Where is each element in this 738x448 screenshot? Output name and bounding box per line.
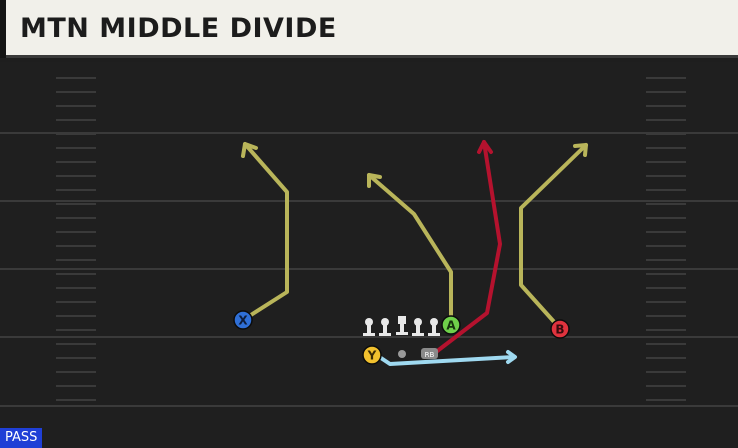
player-rb: RB <box>421 348 438 359</box>
player-b: B <box>550 319 570 339</box>
play-type-badge: PASS <box>0 428 43 448</box>
player-x: X <box>233 310 253 330</box>
route-a <box>367 173 453 322</box>
route-b-arrowhead <box>573 143 588 157</box>
route-a-arrowhead <box>367 173 382 188</box>
player-b-label: B <box>555 323 564 337</box>
route-b <box>519 143 588 326</box>
route-rb-arrowhead <box>477 140 493 154</box>
player-y-label: Y <box>367 349 377 363</box>
player-y: Y <box>362 345 382 365</box>
route-y <box>379 355 516 366</box>
center-icon <box>396 316 408 335</box>
player-a-label: A <box>446 319 456 333</box>
route-rb <box>434 140 502 354</box>
hash-marks <box>56 77 686 401</box>
player-x-label: X <box>238 314 248 328</box>
lineman-icon <box>428 318 440 336</box>
title-bar-edge <box>0 0 6 58</box>
lineman-icon <box>379 318 391 336</box>
player-a: A <box>441 315 461 335</box>
lineman-icon <box>412 318 424 336</box>
route-y-arrowhead <box>506 350 517 364</box>
quarterback-marker <box>398 350 406 358</box>
route-x <box>241 142 289 322</box>
play-title-bar: MTN MIDDLE DIVIDE <box>0 0 738 58</box>
offensive-line <box>363 316 440 336</box>
play-title: MTN MIDDLE DIVIDE <box>20 13 337 44</box>
lineman-icon <box>363 318 375 336</box>
route-x-arrowhead <box>241 142 258 158</box>
player-rb-label: RB <box>425 351 435 359</box>
playbook-field <box>0 62 738 448</box>
yard-lines <box>0 132 738 407</box>
